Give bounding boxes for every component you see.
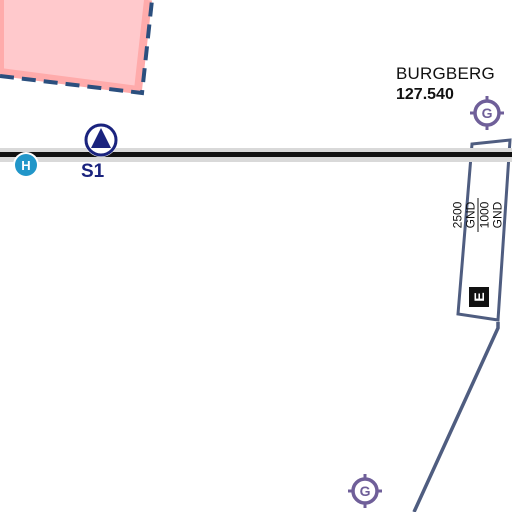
gps-waypoint-secondary-icon[interactable]: G	[348, 474, 382, 508]
navaid-station-name: BURGBERG	[396, 64, 495, 83]
airspace-class-letter: E	[471, 292, 487, 301]
heliport-letter: H	[21, 158, 30, 173]
airspace-lower-limit: 1000 GND	[477, 201, 505, 229]
waypoint-letter: G	[482, 105, 493, 121]
airspace-upper-limit: 2500 GND	[451, 198, 479, 232]
airspace-class-badge: E	[469, 287, 489, 307]
waypoint-secondary-letter: G	[360, 483, 371, 499]
reporting-point-name: S1	[81, 161, 105, 182]
airspace-boundary	[412, 138, 512, 512]
airspace-vertical-limits: 2500 GND 1000 GND	[451, 198, 505, 232]
restricted-area	[0, 0, 154, 96]
gps-waypoint-icon[interactable]: G	[470, 96, 504, 130]
route-line	[0, 148, 512, 162]
compulsory-reporting-triangle-icon[interactable]	[84, 123, 118, 157]
heliport-icon[interactable]: H	[13, 152, 39, 178]
navaid-station-frequency: 127.540	[396, 86, 454, 103]
